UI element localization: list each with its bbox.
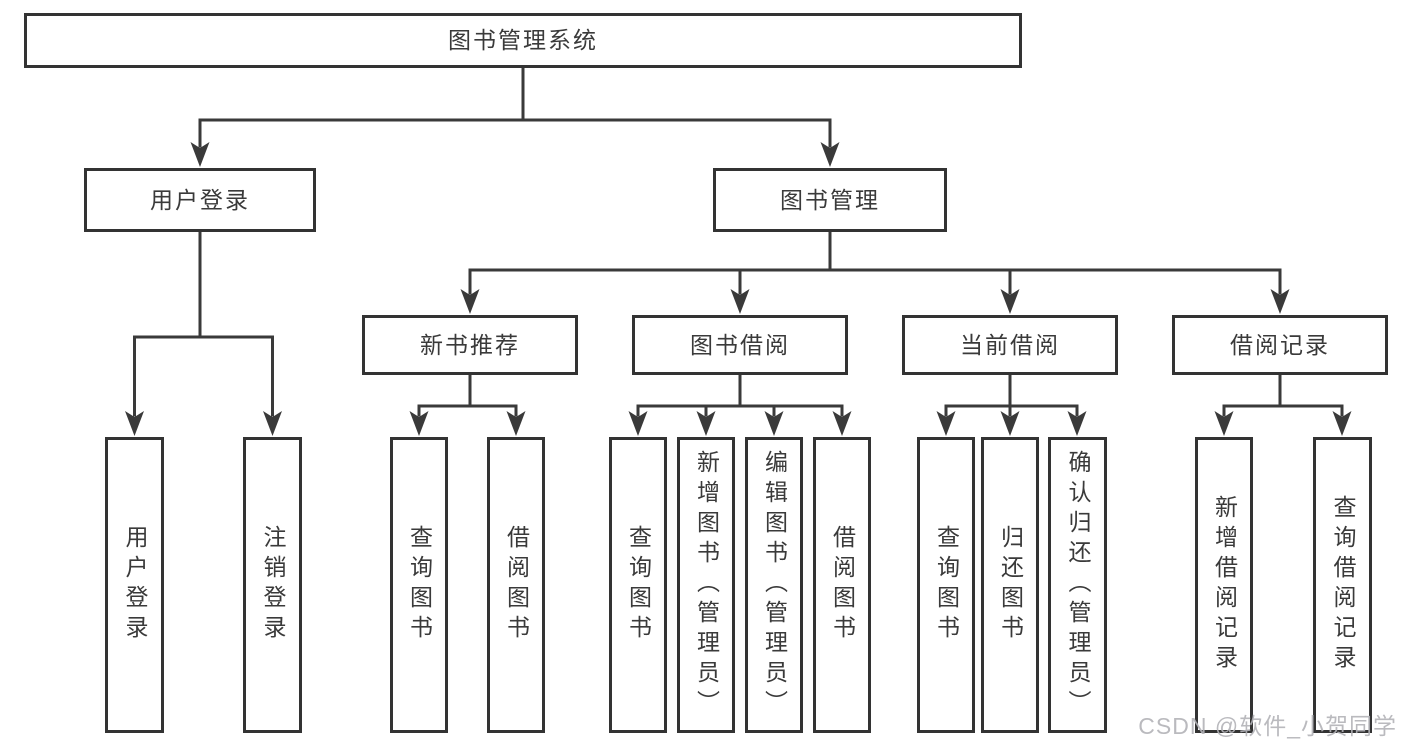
leaf-label: 确认归还（管理员） — [1065, 450, 1091, 720]
leaf-query-books-recommend: 查询图书 — [390, 437, 448, 733]
leaf-label: 借阅图书 — [829, 525, 856, 645]
node-current-borrowing: 当前借阅 — [902, 315, 1118, 375]
arrowhead — [832, 411, 852, 436]
leaf-label: 查询借阅记录 — [1330, 495, 1356, 675]
arrowhead — [409, 411, 429, 436]
arrowhead — [1332, 411, 1352, 436]
arrowhead — [628, 411, 648, 436]
leaf-add-borrow-record: 新增借阅记录 — [1195, 437, 1253, 733]
leaf-query-books-borrowing: 查询图书 — [609, 437, 667, 733]
leaf-label: 新增借阅记录 — [1211, 495, 1238, 675]
leaf-label: 查询图书 — [933, 525, 960, 645]
node-library-management-system: 图书管理系统 — [24, 13, 1022, 68]
leaf-return-books: 归还图书 — [981, 437, 1039, 733]
node-book-management: 图书管理 — [713, 168, 947, 232]
arrowhead — [696, 411, 716, 436]
leaf-label: 查询图书 — [625, 525, 652, 645]
leaf-borrow-books-recommend: 借阅图书 — [487, 437, 545, 733]
leaf-user-login: 用户登录 — [105, 437, 164, 733]
watermark: CSDN @软件_小贺同学 — [1138, 713, 1397, 739]
leaf-label: 编辑图书（管理员） — [761, 450, 788, 720]
arrowhead — [730, 289, 750, 314]
leaf-label: 用户登录 — [122, 525, 148, 645]
arrowhead — [764, 411, 784, 436]
node-borrowing-records: 借阅记录 — [1172, 315, 1388, 375]
leaf-label: 查询图书 — [406, 525, 433, 645]
leaf-label: 新增图书（管理员） — [693, 450, 720, 720]
leaf-query-books-current: 查询图书 — [917, 437, 975, 733]
arrowhead — [1270, 289, 1290, 314]
leaf-confirm-return-admin: 确认归还（管理员） — [1048, 437, 1107, 733]
arrowhead — [263, 411, 282, 436]
arrowhead — [936, 411, 956, 436]
leaf-label: 归还图书 — [997, 525, 1024, 645]
arrowhead — [190, 142, 210, 167]
arrowhead — [460, 289, 480, 314]
leaf-label: 借阅图书 — [503, 525, 530, 645]
leaf-edit-books-admin: 编辑图书（管理员） — [745, 437, 803, 733]
arrowhead — [820, 142, 840, 167]
arrowhead — [506, 411, 526, 436]
node-user-login: 用户登录 — [84, 168, 316, 232]
leaf-logout: 注销登录 — [243, 437, 302, 733]
leaf-borrow-books-borrowing: 借阅图书 — [813, 437, 871, 733]
leaf-add-books-admin: 新增图书（管理员） — [677, 437, 735, 733]
node-new-book-recommendation: 新书推荐 — [362, 315, 578, 375]
arrowheads — [125, 142, 1352, 436]
arrowhead — [1214, 411, 1234, 436]
node-book-borrowing: 图书借阅 — [632, 315, 848, 375]
connector-path — [133, 66, 1344, 417]
arrowhead — [1067, 411, 1087, 436]
arrowhead — [1000, 289, 1020, 314]
arrowhead — [1000, 411, 1020, 436]
arrowhead — [125, 411, 144, 436]
leaf-query-borrow-record: 查询借阅记录 — [1313, 437, 1372, 733]
leaf-label: 注销登录 — [260, 525, 286, 645]
